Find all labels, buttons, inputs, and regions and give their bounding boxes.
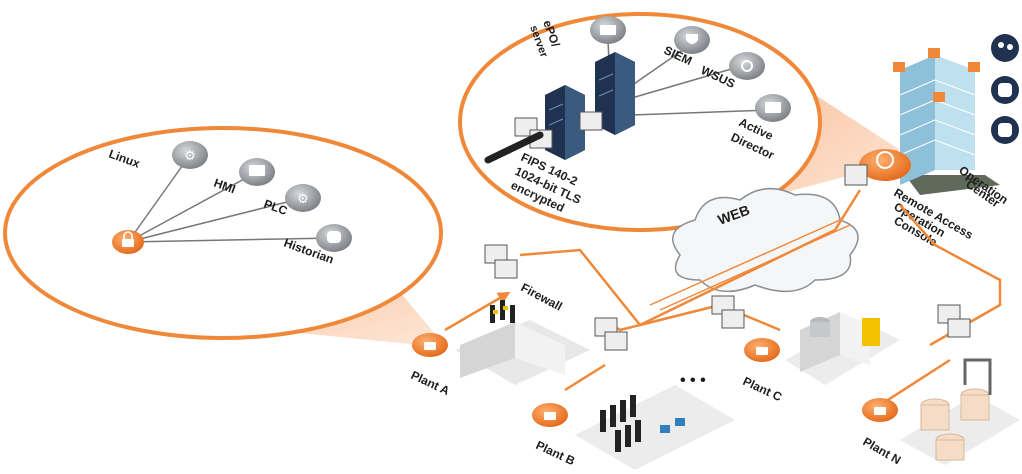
encrypted-cable [484,131,544,164]
firewall-icon [937,304,971,338]
plant-n-facility [900,358,1020,465]
shield-icon [674,26,710,54]
lock-icon [112,230,144,254]
screen-icon [239,158,275,186]
ellipsis: • • • [680,372,706,389]
plant-a-facility [455,300,590,385]
gear-icon: ⚙ [285,184,321,212]
top-zoom-circle: ePO/ server SIEM WSUS Active Director FI… [458,12,822,232]
svg-text:⚙: ⚙ [184,148,196,163]
server-rack [595,52,635,135]
firewall-icon [514,111,603,149]
label-plant-a: Plant A [409,368,452,398]
remote-console-hub [844,149,911,186]
gear-icon: ⚙ [172,141,208,169]
web-cloud: WEB [671,187,859,293]
lock-icon [532,403,568,427]
refresh-icon [729,52,765,80]
database-icon [991,76,1019,104]
database-icon [316,224,352,252]
database-icon [991,116,1019,144]
people-icon [991,34,1019,62]
label-plant-n: Plant N [861,434,904,467]
left-zoom-circle: ⚙ ⚙ Linux HMI PLC Historian [3,126,443,340]
lock-icon [862,398,898,422]
server-rack [545,85,585,160]
folder-icon [755,94,791,122]
firewall-icon [711,295,745,329]
firewall-icon [484,244,518,279]
folder-icon [590,16,626,44]
lock-icon [744,338,780,362]
label-plant-c: Plant C [741,374,785,404]
firewall-icon [594,317,628,351]
network-links [444,189,1002,407]
svg-text:⚙: ⚙ [297,191,309,206]
label-firewall: Firewall [519,280,565,313]
plant-b-facility [575,385,735,470]
plant-c-facility [785,312,900,385]
operation-center-building [893,48,1000,195]
label-plant-b: Plant B [534,438,578,468]
lock-icon [412,333,448,357]
